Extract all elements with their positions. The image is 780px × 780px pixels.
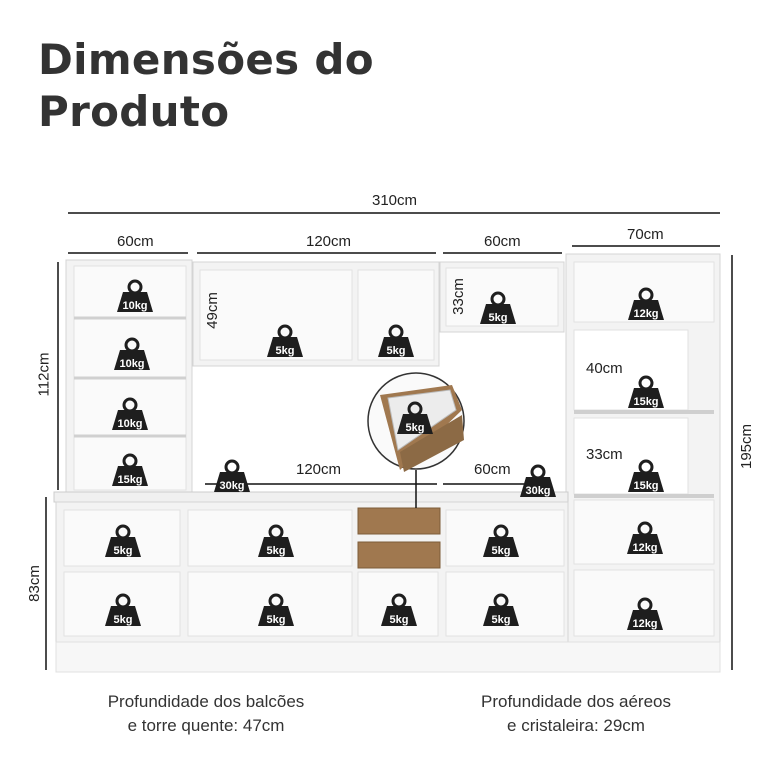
dim-counter-60: 60cm: [474, 461, 511, 478]
dim-col1-width: 60cm: [117, 233, 154, 250]
footer-right-line-2: e cristaleira: 29cm: [507, 716, 645, 735]
weight-label: 10kg: [117, 418, 142, 430]
footer-left-line-1: Profundidade dos balcões: [107, 692, 305, 711]
dim-total-height: 195cm: [738, 423, 756, 470]
footer-right-line-1: Profundidade dos aéreos: [481, 692, 671, 711]
dim-shelf-40: 40cm: [586, 360, 623, 377]
footer-right-note: Profundidade dos aéreos e cristaleira: 2…: [448, 690, 704, 738]
weight-label: 5kg: [390, 614, 409, 626]
weight-label: 10kg: [119, 358, 144, 370]
weight-label: 30kg: [525, 485, 550, 497]
weight-label: 5kg: [489, 312, 508, 324]
weight-label: 5kg: [267, 545, 286, 557]
dim-aereo-height: 33cm: [449, 278, 467, 315]
title-line-2: Produto: [38, 87, 230, 136]
drawer-detail: [367, 372, 465, 508]
dim-shelf-33: 33cm: [586, 446, 623, 463]
dim-col3-width: 60cm: [484, 233, 521, 250]
dim-upper-height: 112cm: [35, 352, 53, 397]
drawer-front-top: [357, 507, 441, 535]
weight-label: 15kg: [633, 480, 658, 492]
weight-label: 5kg: [406, 422, 425, 434]
weight-label: 5kg: [387, 345, 406, 357]
weight-label: 15kg: [117, 474, 142, 486]
weight-label: 5kg: [492, 545, 511, 557]
weight-label: 5kg: [114, 614, 133, 626]
dim-counter-120: 120cm: [296, 461, 342, 478]
dim-total-width: 310cm: [372, 192, 418, 209]
weight-label: 12kg: [632, 542, 657, 554]
dim-niche-height: 49cm: [203, 292, 221, 329]
countertop: [53, 491, 569, 503]
weight-label: 5kg: [114, 545, 133, 557]
dim-col2-width: 120cm: [306, 233, 352, 250]
footer-left-note: Profundidade dos balcões e torre quente:…: [78, 690, 334, 738]
weight-label: 10kg: [122, 300, 147, 312]
weight-label: 5kg: [492, 614, 511, 626]
weight-label: 15kg: [633, 396, 658, 408]
weight-label: 12kg: [632, 618, 657, 630]
title-line-1: Dimensões do: [38, 35, 374, 84]
weight-label: 5kg: [267, 614, 286, 626]
base-cabinets: [55, 501, 721, 673]
weight-label: 30kg: [219, 480, 244, 492]
drawer-front-bottom: [357, 541, 441, 569]
page-title: Dimensões do Produto: [38, 34, 374, 138]
dim-lower-height: 83cm: [25, 565, 43, 602]
dim-col4-width: 70cm: [627, 226, 664, 243]
weight-label: 5kg: [276, 345, 295, 357]
footer-left-line-2: e torre quente: 47cm: [127, 716, 285, 735]
weight-label: 12kg: [633, 308, 658, 320]
